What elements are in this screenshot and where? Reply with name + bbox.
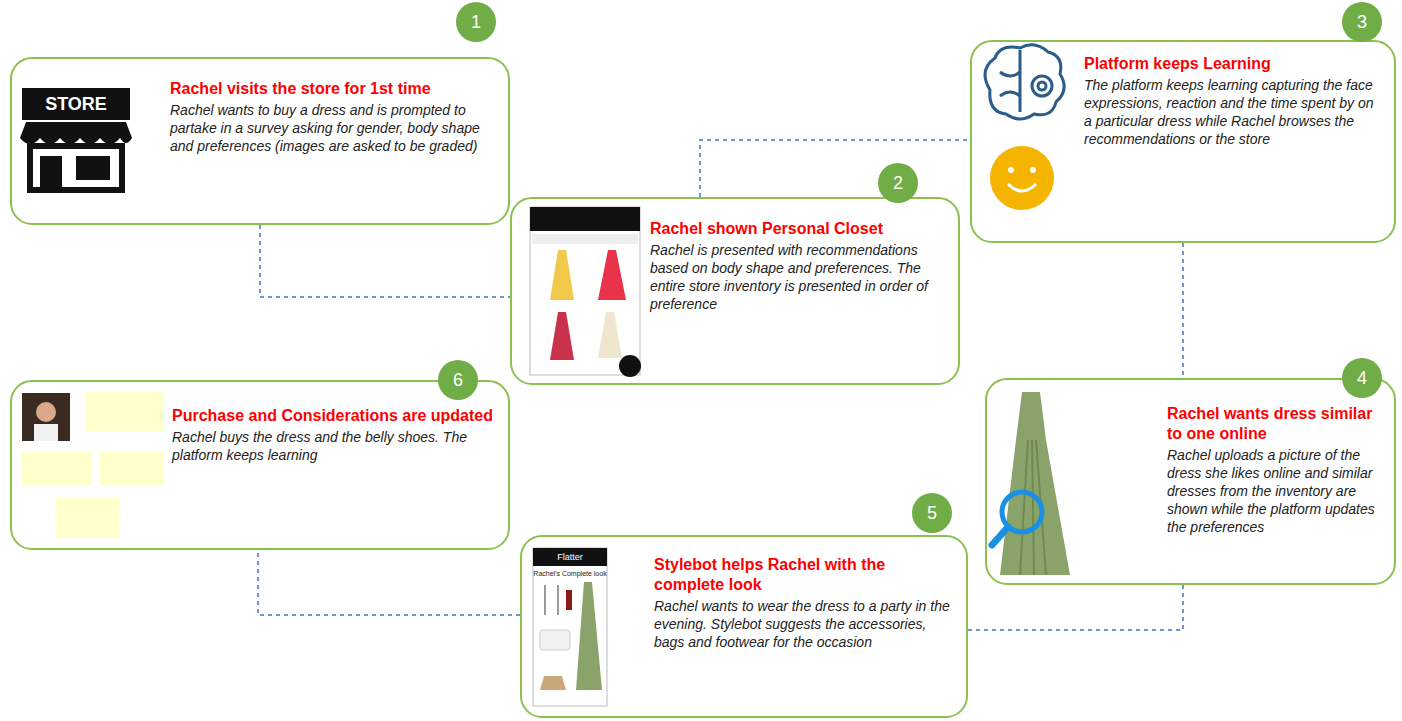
callout-number: 5 xyxy=(912,493,952,533)
step-description: Rachel wants to wear the dress to a part… xyxy=(654,597,954,651)
gown-picture xyxy=(1000,392,1070,575)
icon-text: STORE xyxy=(45,94,107,115)
step-box: Purchase and Considerations are updatedR… xyxy=(10,380,510,550)
step-box: Stylebot helps Rachel with the complete … xyxy=(520,535,968,718)
dashed-connector xyxy=(1182,243,1184,378)
dashed-connector xyxy=(260,225,510,297)
callout-number: 1 xyxy=(456,2,496,42)
brain-icon xyxy=(985,45,1064,119)
icon-text: Flatter xyxy=(557,552,583,562)
step-box: Rachel visits the store for 1st timeRach… xyxy=(10,57,510,225)
step-heading: Rachel visits the store for 1st time xyxy=(170,79,496,99)
look-screenshot xyxy=(533,548,607,706)
step-heading: Rachel wants dress similar to one online xyxy=(1167,404,1384,444)
step-box: Platform keeps LearningThe platform keep… xyxy=(970,40,1396,243)
callout-number: 2 xyxy=(878,163,918,203)
step-heading: Stylebot helps Rachel with the complete … xyxy=(654,555,954,595)
step-description: Rachel wants to buy a dress and is promp… xyxy=(170,101,496,155)
store-icon xyxy=(20,88,132,190)
step-box: Rachel wants dress similar to one online… xyxy=(985,378,1396,585)
step-heading: Purchase and Considerations are updated xyxy=(172,406,496,426)
dashed-connector xyxy=(968,585,1183,630)
dashed-connector xyxy=(258,550,520,615)
callout-number: 4 xyxy=(1342,358,1382,398)
callout-number: 3 xyxy=(1342,2,1382,42)
dashed-connector xyxy=(700,140,970,197)
step-box: Rachel shown Personal ClosetRachel is pr… xyxy=(510,197,960,385)
step-heading: Platform keeps Learning xyxy=(1084,54,1382,74)
step-description: Rachel is presented with recommendations… xyxy=(650,241,946,313)
smiley-icon xyxy=(990,146,1054,210)
magnifier-icon xyxy=(992,492,1042,545)
step-heading: Rachel shown Personal Closet xyxy=(650,219,946,239)
step-description: The platform keeps learning capturing th… xyxy=(1084,76,1382,148)
profile-card xyxy=(22,392,164,538)
step-description: Rachel uploads a picture of the dress sh… xyxy=(1167,446,1384,536)
closet-screenshot xyxy=(530,207,641,377)
callout-number: 6 xyxy=(438,360,478,400)
step-description: Rachel buys the dress and the belly shoe… xyxy=(172,428,496,464)
icon-text: Rachel's Complete look xyxy=(533,570,606,577)
